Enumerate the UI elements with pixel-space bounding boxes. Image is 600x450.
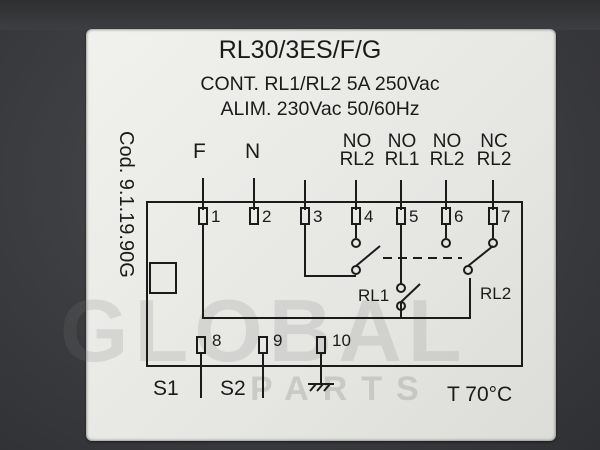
contact-rating: CONT. RL1/RL2 5A 250Vac [200, 73, 440, 95]
terminal-4 [351, 207, 361, 225]
terminal-label-4: 4 [364, 207, 374, 226]
input-label-s1: S1 [153, 377, 179, 400]
terminal-10 [316, 336, 326, 354]
temperature-rating: T 70°C [447, 383, 513, 406]
part-code: Cod. 9.1.19.90G [115, 131, 137, 278]
terminal-label-9: 9 [273, 331, 283, 350]
input-label-s2: S2 [220, 377, 246, 400]
terminal-label-6: 6 [454, 207, 464, 226]
terminal-8 [196, 336, 206, 354]
neutral-label: N [245, 140, 261, 163]
terminal-7 [488, 207, 498, 225]
relay-label-rl2: RL2 [480, 284, 512, 303]
terminal-1 [198, 207, 208, 225]
terminal-2 [249, 207, 259, 225]
relay-label-rl1: RL1 [358, 286, 390, 305]
terminal-label-7: 7 [501, 207, 511, 226]
terminal-label-1: 1 [211, 207, 221, 226]
model-number: RL30/3ES/F/G [218, 36, 382, 64]
phase-label: F [193, 140, 206, 163]
connector-notch [149, 262, 177, 294]
terminal-label-10: 10 [332, 331, 351, 350]
diagram-outline [146, 201, 523, 367]
terminal-label-3: 3 [313, 207, 323, 226]
terminal-5 [396, 207, 406, 225]
terminal-label-8: 8 [212, 331, 222, 350]
terminal-3 [300, 207, 310, 225]
terminal-6 [441, 207, 451, 225]
terminal-9 [258, 336, 268, 354]
device-housing [0, 0, 600, 30]
terminal-label-2: 2 [262, 207, 272, 226]
terminal-label-5: 5 [409, 207, 419, 226]
watermark-main: GLOBAL [60, 281, 468, 380]
watermark-sub: PARTS [250, 370, 433, 408]
supply-rating: ALIM. 230Vac 50/60Hz [220, 98, 420, 120]
